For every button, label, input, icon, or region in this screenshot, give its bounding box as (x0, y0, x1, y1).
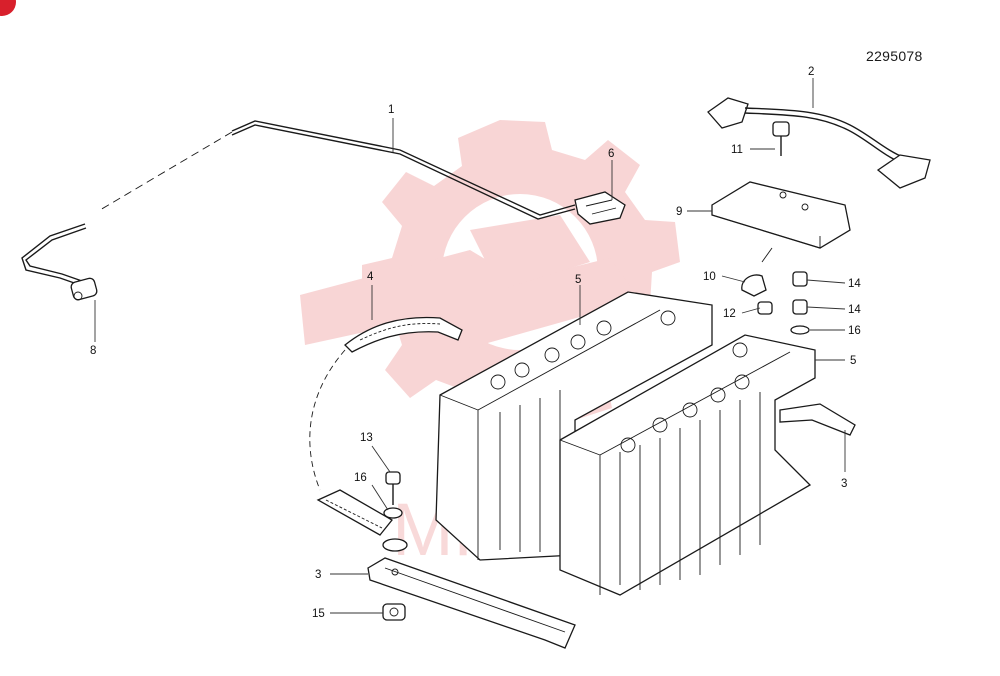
part-13-bolt (385, 471, 401, 505)
document-number: 2295078 (866, 48, 923, 64)
part-16-washer-bottom (382, 507, 408, 552)
part-2-ground-strap (707, 97, 931, 189)
callout-5-front: 5 (850, 355, 856, 367)
callout-labels: 1 2 6 8 4 5 9 11 10 12 14 14 16 5 3 13 1… (90, 66, 861, 620)
part-14-caps (792, 271, 808, 315)
part-9-terminal-cover (711, 181, 851, 249)
callout-2: 2 (808, 66, 814, 78)
callout-3-lower: 3 (315, 569, 321, 581)
callout-11: 11 (731, 144, 743, 156)
part-6-cable-clamp (574, 191, 626, 225)
callout-6: 6 (608, 148, 614, 160)
callout-5-rear: 5 (575, 274, 581, 286)
callout-14-top: 14 (848, 278, 861, 290)
callout-3-right: 3 (841, 478, 847, 490)
callout-4: 4 (367, 271, 374, 283)
part-1-cable (21, 120, 576, 286)
callout-15: 15 (312, 608, 325, 620)
callout-16-bottom: 16 (354, 472, 367, 484)
callout-12: 12 (723, 308, 736, 320)
part-3-bracket-lower (367, 557, 576, 649)
callout-10: 10 (703, 271, 716, 283)
callout-14-bottom: 14 (848, 304, 861, 316)
part-3-bracket-right (779, 403, 856, 436)
part-4-battery-strap (309, 316, 463, 536)
part-8-cable-end (70, 277, 98, 301)
part-16-washer-top (790, 325, 810, 335)
part-15-nut (382, 603, 406, 621)
part-5-battery-front (559, 334, 816, 596)
leader-lines (94, 78, 846, 614)
callout-16-top: 16 (848, 325, 861, 337)
callout-1: 1 (388, 104, 394, 116)
part-5-battery-rear (435, 291, 713, 561)
part-10-terminal-clamp (741, 247, 773, 297)
part-12-nut (757, 301, 773, 315)
callout-13: 13 (360, 432, 373, 444)
callout-9: 9 (676, 206, 682, 218)
callout-8: 8 (90, 345, 96, 357)
part-11-bolt (772, 121, 790, 156)
